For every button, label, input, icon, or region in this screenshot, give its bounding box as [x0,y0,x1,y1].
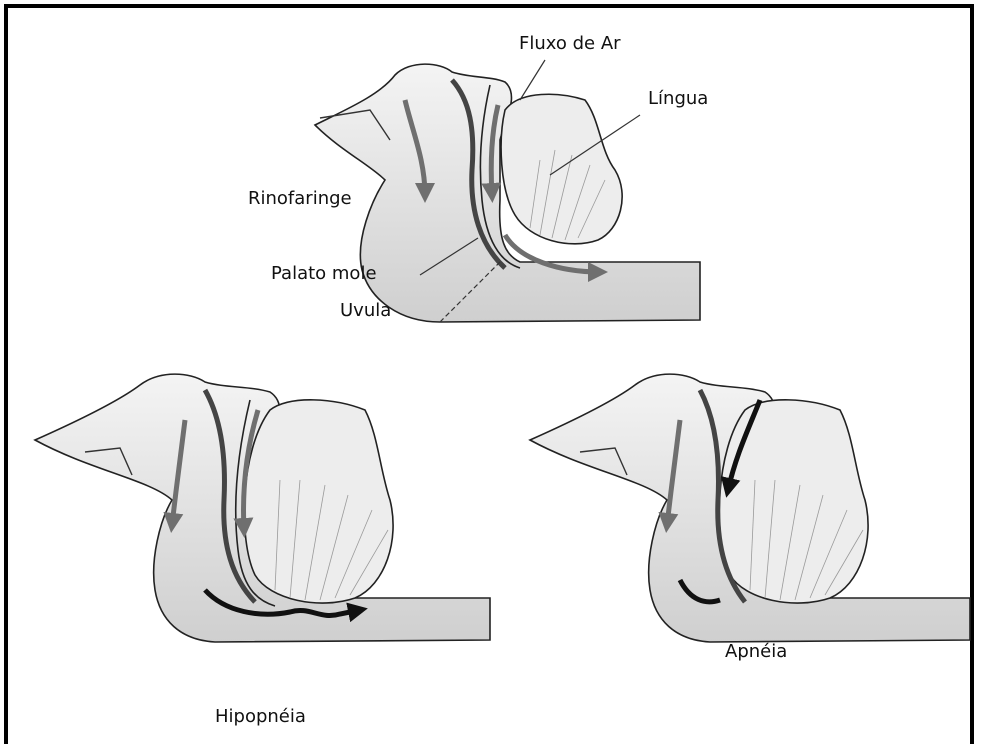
tongue-shape [244,400,393,603]
label-apnea: Apnéia [725,641,787,662]
apnea-airway-diagram [530,374,970,642]
label-uvula: Uvula [340,300,391,321]
tongue-shape [501,94,622,244]
tongue-shape [719,400,868,603]
hypopnea-airway-diagram [35,374,490,642]
label-nasopharynx: Rinofaringe [248,188,352,209]
label-tongue: Língua [648,88,708,109]
label-airflow: Fluxo de Ar [519,33,621,54]
label-hypopnea: Hipopnéia [215,706,306,727]
label-soft-palate: Palato mole [271,263,377,284]
